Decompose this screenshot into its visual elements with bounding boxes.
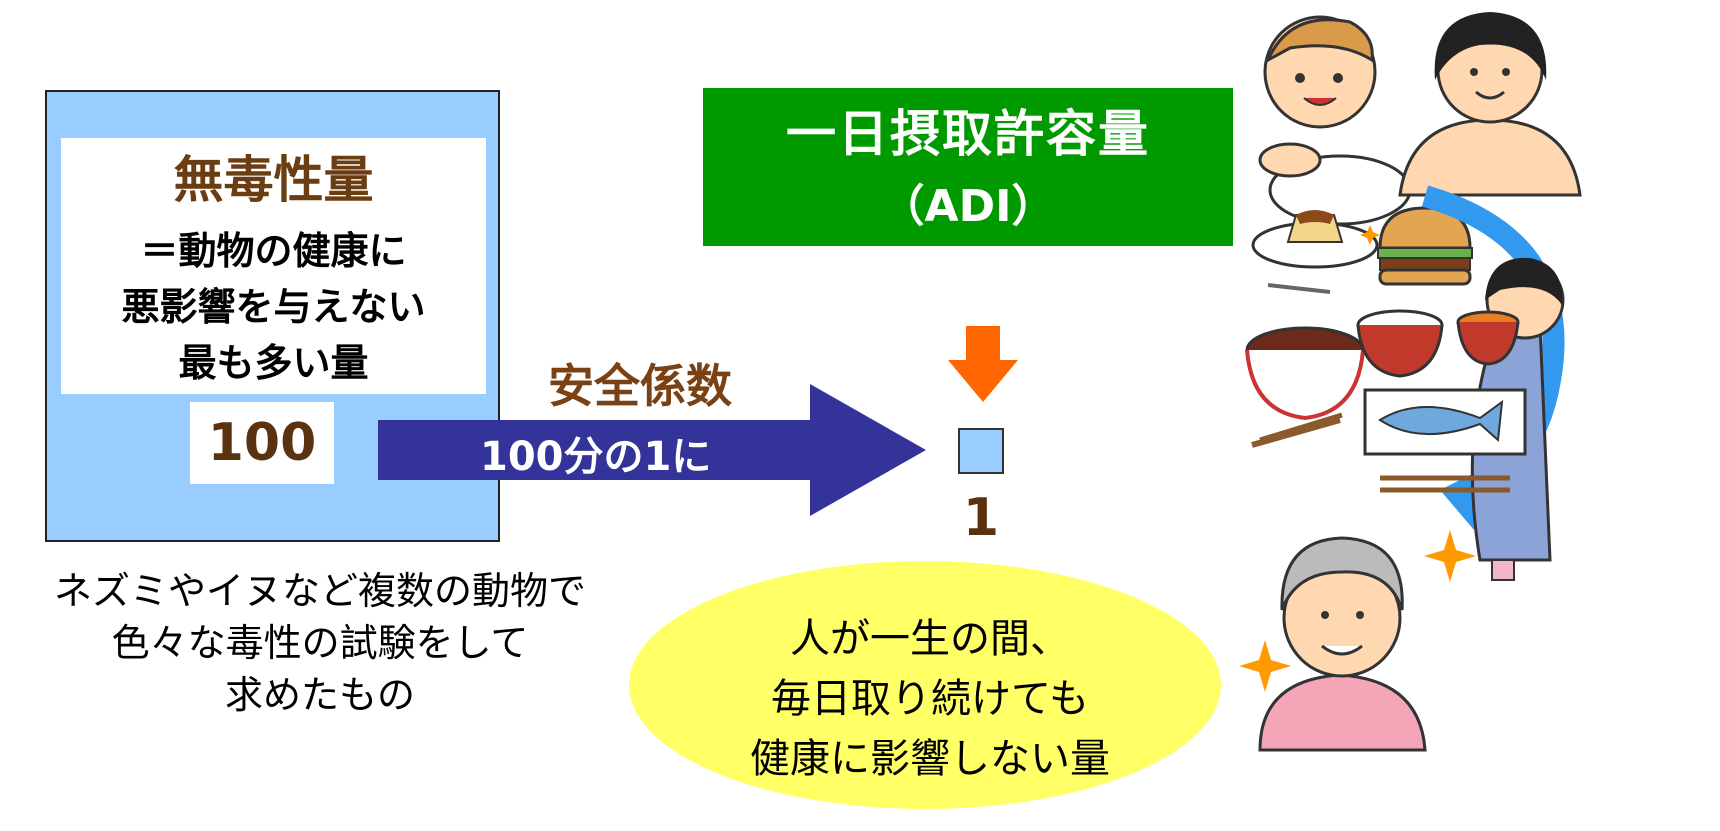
noael-inner-panel — [61, 138, 486, 394]
down-arrow-icon — [948, 326, 1018, 402]
noael-value-box — [190, 402, 334, 484]
callout-line: 毎日取り続けても — [771, 676, 1089, 722]
rice-bowl-icon — [1356, 309, 1444, 378]
sparkle-icon — [1424, 530, 1476, 582]
adi-title: 一日摂取許容量 — [786, 105, 1150, 163]
result-square — [958, 428, 1004, 474]
sparkle-icon — [1239, 640, 1291, 692]
noael-note-line: ネズミやイヌなど複数の動物で — [53, 569, 586, 613]
callout-ellipse — [629, 561, 1221, 809]
sparkle-icon — [1360, 225, 1380, 245]
safety-factor-label: 安全係数 — [548, 359, 732, 413]
noael-definition-line: 最も多い量 — [178, 341, 369, 385]
noael-value: 100 — [207, 413, 317, 473]
noael-note-line: 色々な毒性の試験をして — [111, 621, 529, 665]
adi-banner — [703, 88, 1233, 246]
woman-icon — [1398, 12, 1582, 197]
fish-plate-icon — [1363, 388, 1527, 456]
noael-note: ネズミやイヌなど複数の動物で 色々な毒性の試験をして 求めたもの — [0, 565, 640, 721]
elderly-woman-icon — [1258, 536, 1427, 752]
result-value: 1 — [962, 488, 1000, 548]
chopsticks-icon — [1259, 412, 1343, 443]
safety-factor-arrow — [378, 384, 926, 516]
miso-soup-icon — [1456, 310, 1520, 366]
safety-factor-arrow-text: 100分の1に — [480, 434, 712, 480]
people-and-food-illustration — [1239, 12, 1582, 752]
noael-definition-line: 悪影響を与えない — [121, 285, 426, 329]
noael-note-line: 求めたもの — [224, 673, 415, 717]
pudding-icon — [1251, 210, 1379, 294]
callout-line: 人が一生の間、 — [790, 616, 1070, 662]
adi-abbreviation: （ADI） — [880, 181, 1056, 232]
callout-line: 健康に影響しない量 — [750, 736, 1110, 782]
baby-icon — [1258, 15, 1412, 226]
noael-definition-line: ＝動物の健康に — [140, 229, 407, 273]
hamburger-icon — [1377, 206, 1473, 286]
noael-title: 無毒性量 — [173, 151, 374, 209]
